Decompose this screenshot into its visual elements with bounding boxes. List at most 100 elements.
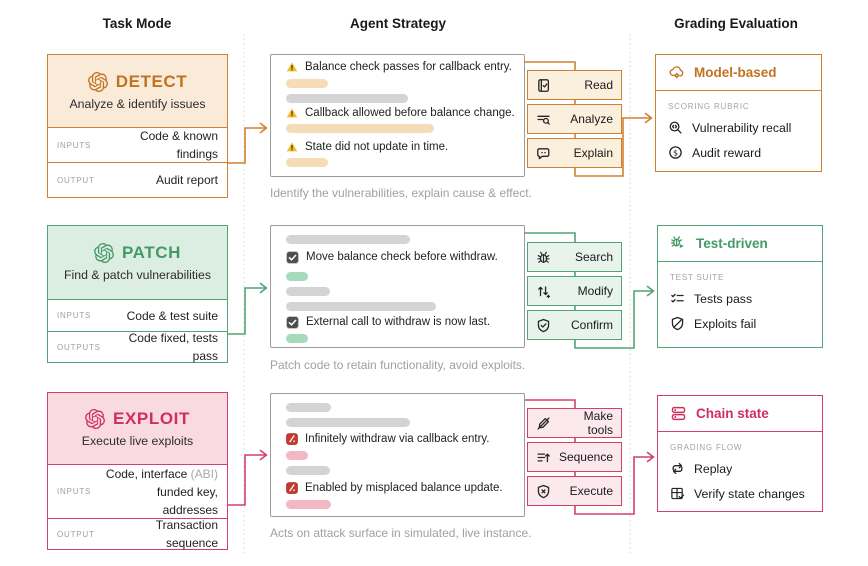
search-button-label: Search (574, 250, 613, 264)
make-tools-button-label: Make tools (583, 409, 613, 437)
skeleton-bar (286, 500, 331, 509)
detect-inputs-row: INPUTS Code & known findings (48, 127, 227, 162)
checkbox-checked-icon (286, 315, 299, 329)
inputs-label: INPUTS (57, 311, 92, 320)
patch-grading-title: Test-driven (696, 236, 768, 251)
fix-item: External call to withdraw is now last. (286, 315, 490, 329)
output-label: OUTPUT (57, 175, 95, 185)
detect-title: DETECT (115, 71, 188, 91)
shield-slash-icon (671, 316, 684, 331)
skeleton-bar (286, 451, 308, 460)
detect-strategy-caption: Identify the vulnerabilities, explain ca… (270, 186, 532, 200)
exploit-actions-to-grading-arrow (524, 399, 655, 515)
grading-flow-label: GRADING FLOW (670, 443, 743, 452)
shield-check-icon (537, 318, 550, 332)
book-check-icon (538, 78, 550, 92)
sequence-button-label: Sequence (558, 450, 613, 464)
output-label: OUTPUT (57, 529, 95, 539)
grading-item-text: Audit reward (692, 145, 762, 160)
analyze-button: Analyze (527, 104, 622, 134)
skeleton-bar (286, 94, 408, 103)
finding-text: Balance check passes for callback entry. (305, 61, 512, 73)
column-header-task-mode: Task Mode (102, 16, 172, 31)
finding-text: Callback allowed before balance change. (305, 107, 515, 119)
chat-bubble-icon (537, 147, 550, 159)
skeleton-bar (286, 302, 436, 311)
skeleton-bar (286, 235, 410, 244)
dollar-circle-icon: $ (669, 146, 682, 159)
red-brick-icon (286, 482, 298, 494)
exploit-title-row: EXPLOIT (85, 409, 190, 429)
output-value: Transaction sequence (155, 518, 218, 550)
exploit-grading-header: Chain state (658, 396, 822, 432)
warning-triangle-icon (286, 142, 298, 152)
fix-text: Move balance check before withdraw. (306, 251, 498, 263)
execute-button-label: Execute (569, 484, 613, 498)
explain-button: Explain (527, 138, 622, 168)
read-button-label: Read (584, 78, 613, 92)
patch-grading-header: Test-driven (658, 226, 822, 262)
patch-strategy-panel: Move balance check before withdraw. Exte… (270, 225, 525, 348)
grading-item: Vulnerability recall (668, 120, 809, 135)
skeleton-bar (286, 418, 410, 427)
outputs-value: Code fixed, tests pass (128, 331, 218, 363)
grading-item: Replay (670, 461, 810, 476)
pen-slash-icon (537, 416, 550, 430)
detect-title-row: DETECT (87, 71, 188, 92)
patch-outputs-row: OUTPUTS Code fixed, tests pass (48, 331, 227, 363)
inputs-label: INPUTS (57, 140, 92, 150)
text-search-icon (537, 115, 550, 125)
inputs-label: INPUTS (57, 487, 92, 496)
cloud-gear-icon (669, 66, 684, 79)
skeleton-bar (286, 124, 434, 133)
exploit-step-text: Enabled by misplaced balance update. (305, 482, 503, 494)
exploit-task-header: EXPLOIT Execute live exploits (48, 393, 227, 464)
detect-grading-header: Model-based (656, 55, 821, 91)
exploit-step-item: Enabled by misplaced balance update. (286, 481, 503, 495)
warning-triangle-icon (286, 108, 298, 118)
red-brick-icon (286, 433, 298, 445)
patch-grading-card: Test-driven TEST SUITE Tests pass Exploi… (657, 225, 823, 348)
make-tools-button: Make tools (527, 408, 622, 438)
swap-arrows-plus-icon (538, 285, 551, 298)
grading-item-text: Tests pass (694, 291, 753, 306)
skeleton-bar (286, 272, 308, 281)
modify-button-label: Modify (577, 284, 613, 298)
output-value: Audit report (155, 173, 218, 187)
column-header-grading-evaluation: Grading Evaluation (674, 16, 798, 31)
patch-task-card: PATCH Find & patch vulnerabilities INPUT… (47, 225, 228, 363)
grading-item-text: Verify state changes (694, 486, 805, 501)
exploit-step-item: Infinitely withdraw via callback entry. (286, 432, 490, 446)
finding-item: State did not update in time. (286, 140, 448, 154)
detect-strategy-panel: Balance check passes for callback entry.… (270, 54, 525, 177)
skeleton-bar (286, 79, 328, 88)
execute-button: Execute (527, 476, 622, 506)
warning-triangle-icon (286, 62, 298, 72)
openai-logo-icon (85, 409, 105, 429)
patch-task-to-strategy-arrow (228, 282, 268, 335)
finding-item: Callback allowed before balance change. (286, 106, 515, 120)
patch-inputs-row: INPUTS Code & test suite (48, 299, 227, 331)
skeleton-bar (286, 287, 330, 296)
finding-text: State did not update in time. (305, 141, 449, 153)
exploit-strategy-caption: Acts on attack surface in simulated, liv… (270, 526, 532, 540)
exploit-inputs-row: INPUTS Code, interface (ABI)funded key, … (48, 464, 227, 518)
exploit-title: EXPLOIT (113, 409, 190, 428)
openai-logo-icon (94, 243, 114, 263)
skeleton-bar (286, 403, 331, 412)
svg-text:$: $ (673, 148, 678, 157)
inputs-value: Code & test suite (126, 308, 218, 323)
magnifier-code-icon (669, 121, 682, 134)
table-check-icon (671, 487, 685, 500)
detect-grading-card: Model-based SCORING RUBRIC Vulnerability… (655, 54, 822, 172)
exploit-subtitle: Execute live exploits (81, 434, 194, 448)
detect-actions-to-grading-arrow (524, 61, 653, 177)
fix-item: Move balance check before withdraw. (286, 250, 498, 264)
grading-item-text: Replay (694, 461, 733, 476)
sequence-button: Sequence (527, 442, 622, 472)
modify-button: Modify (527, 276, 622, 306)
patch-subtitle: Find & patch vulnerabilities (64, 268, 211, 282)
skeleton-bar (286, 158, 328, 167)
column-header-agent-strategy: Agent Strategy (349, 16, 447, 31)
patch-strategy-caption: Patch code to retain functionality, avoi… (270, 358, 526, 372)
